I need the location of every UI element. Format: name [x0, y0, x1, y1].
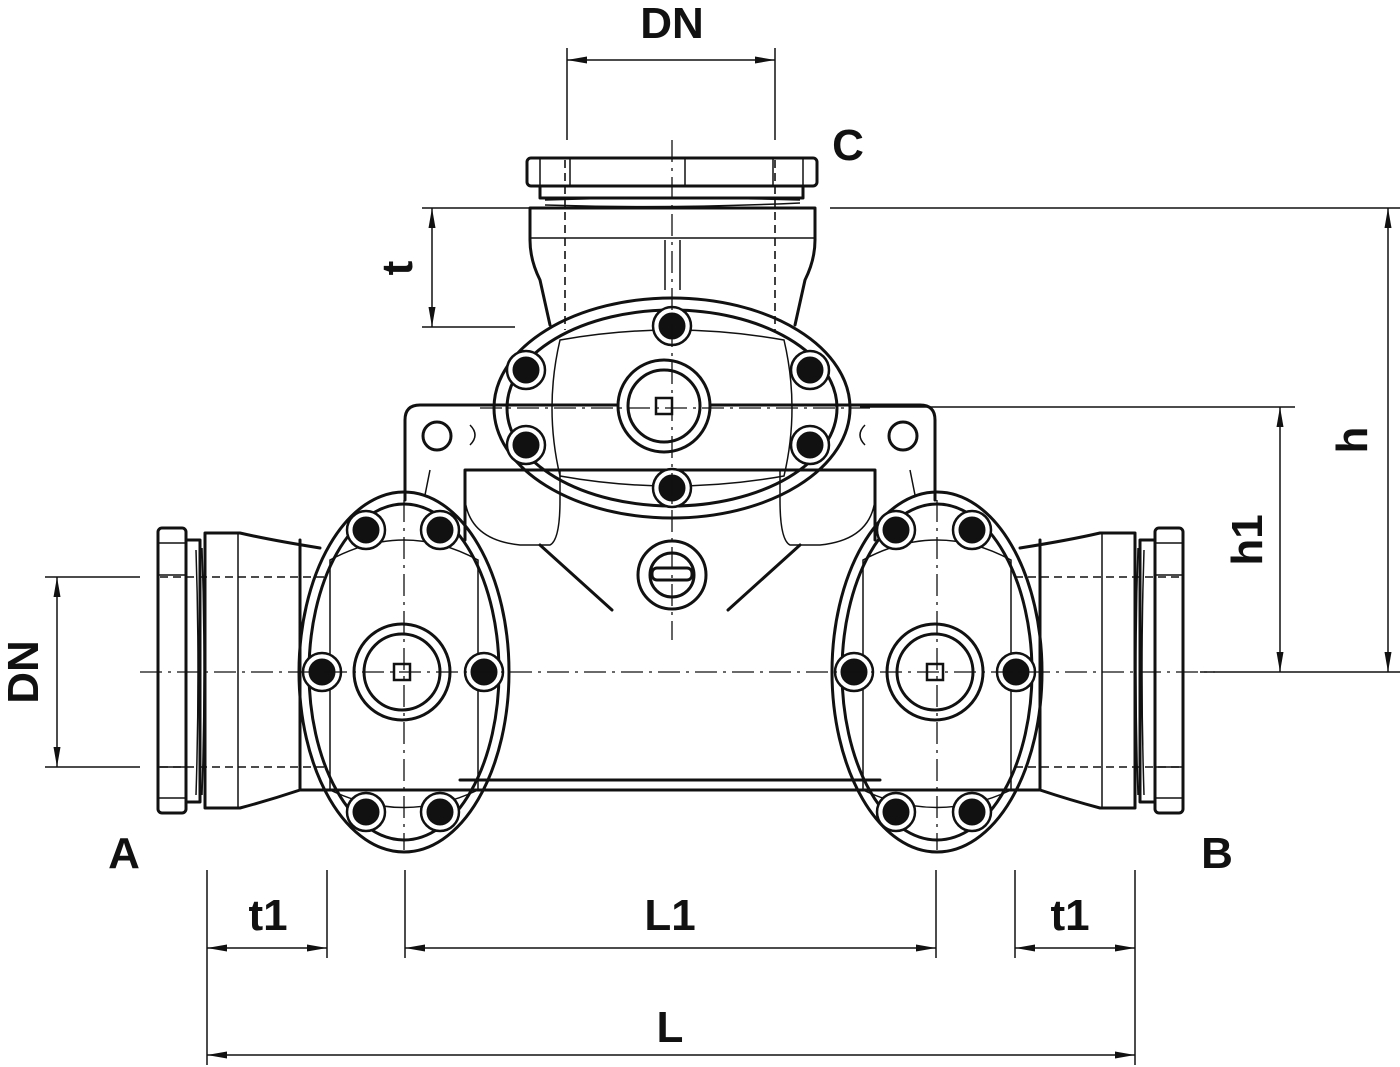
bolt-icon [512, 356, 540, 384]
branch-b [1018, 526, 1185, 815]
port-b-label: B [1201, 829, 1233, 878]
bolt-icon [426, 516, 454, 544]
port-c-label: C [832, 121, 864, 170]
branch-a [156, 526, 322, 815]
l-label: L [657, 1003, 684, 1052]
t1-right-label: t1 [1050, 891, 1089, 940]
port-a-label: A [108, 829, 140, 878]
center-lines [140, 140, 1215, 850]
top-dn-label: DN [640, 0, 704, 48]
bolt-icon [796, 431, 824, 459]
l1-label: L1 [644, 891, 695, 940]
h-label: h [1328, 427, 1377, 454]
bolt-group [301, 305, 1037, 833]
bolt-icon [512, 431, 540, 459]
bolt-icon [426, 798, 454, 826]
bolt-icon [958, 798, 986, 826]
hidden-lines [160, 160, 1180, 768]
tee-body [298, 403, 1042, 792]
dimension-lines [45, 48, 1400, 1065]
t1-left-label: t1 [248, 891, 287, 940]
left-dn-label: DN [0, 640, 48, 704]
bolt-icon [882, 516, 910, 544]
bolt-icon [958, 516, 986, 544]
h1-label: h1 [1223, 514, 1272, 565]
t-label: t [373, 260, 422, 275]
bolt-icon [882, 798, 910, 826]
bolt-icon [352, 516, 380, 544]
bolt-icon [796, 356, 824, 384]
bolt-icon [352, 798, 380, 826]
